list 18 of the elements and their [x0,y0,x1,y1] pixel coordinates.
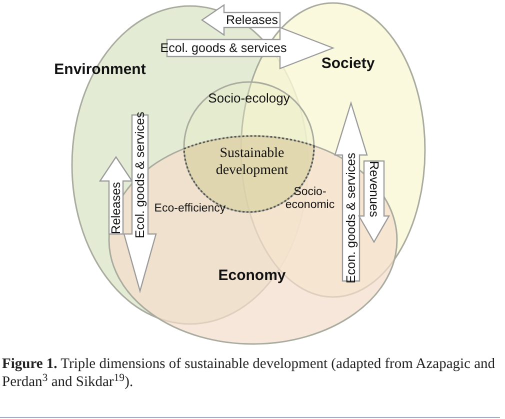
edge-label: Releases [109,181,123,234]
region-label: Eco-efficiency [153,202,227,216]
block-arrow [166,26,335,70]
block-arrow [200,4,281,36]
edge-label: Ecol. goods & services [160,41,287,55]
region-label: Socio-ecology [208,89,290,108]
block-arrow [358,160,390,244]
edge-label: Ecol. goods & services [133,111,147,238]
region-label: Economy [218,266,286,286]
region-label: Society [321,54,375,74]
edge-label: Releases [226,13,278,27]
figure-caption: Figure 1. Triple dimensions of sustainable development (adapted from Azapagic and Perdan$^{3}$ and Sikdar$^{19}$). [2,355,496,391]
block-arrow [123,114,157,294]
region-label: Sustainable development [214,145,290,179]
region-label: Socio-economic [284,186,336,212]
edge-label: Revenues [367,160,381,217]
edge-label: Econ. goods & services [344,152,358,284]
region-label: Environment [54,60,146,80]
